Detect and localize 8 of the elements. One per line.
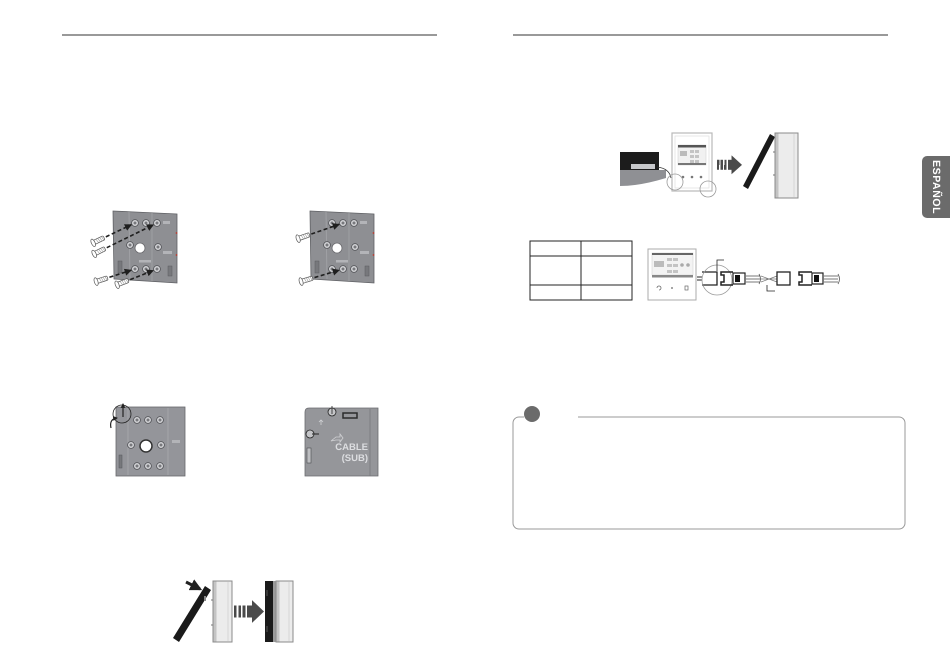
tilted-controller-drawing (742, 131, 799, 199)
tilted-controller-drawing (171, 580, 234, 643)
plate-marking: CABLE (SUB) (334, 443, 368, 464)
block-arrow (234, 600, 264, 623)
mounted-controller-drawing (264, 580, 294, 643)
language-tab: ESPAÑOL (922, 156, 950, 218)
controller-cover-drawing (618, 131, 717, 198)
block-arrow (716, 155, 742, 174)
